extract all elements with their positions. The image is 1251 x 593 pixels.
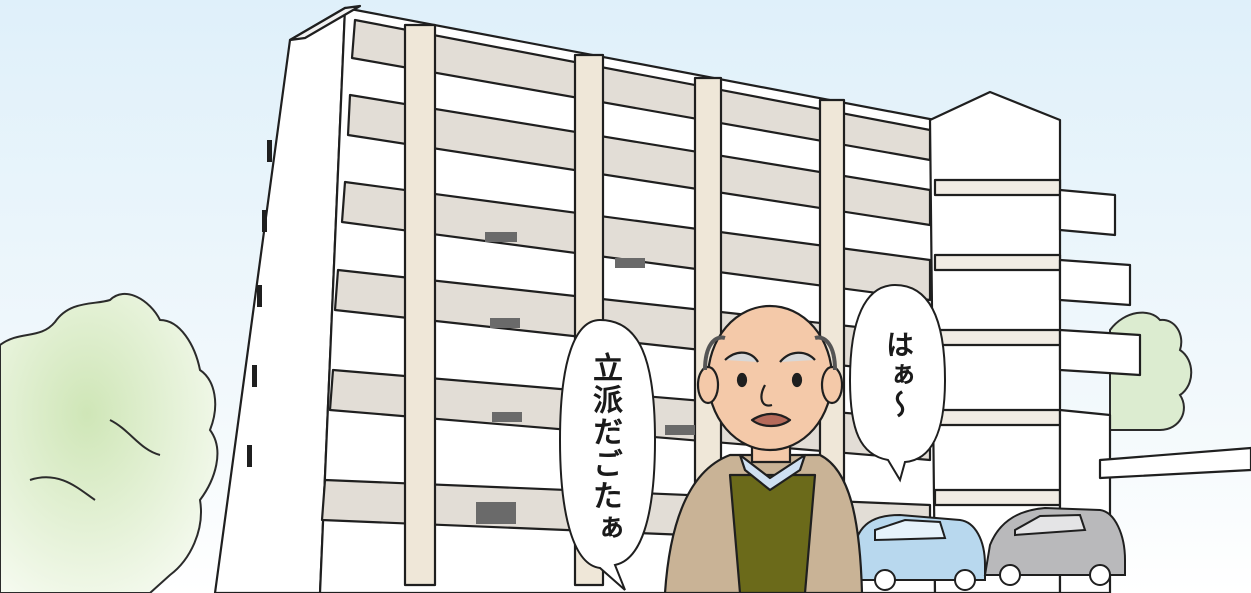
sweater — [728, 473, 817, 593]
old-man — [663, 304, 864, 593]
speech-bubble-right — [848, 283, 947, 483]
speech-bubble-left — [558, 318, 657, 591]
speech-bubble-right-text: はぁ〜 — [882, 330, 915, 420]
tree-left — [0, 293, 219, 593]
small-windows — [476, 232, 695, 524]
car-blue — [854, 513, 986, 591]
head — [706, 304, 834, 452]
speech-bubble-left-text: 立派だごたぁ — [587, 352, 622, 544]
side-windows — [247, 140, 272, 467]
car-gray — [983, 506, 1126, 586]
stair-tower-bands — [933, 178, 1062, 507]
